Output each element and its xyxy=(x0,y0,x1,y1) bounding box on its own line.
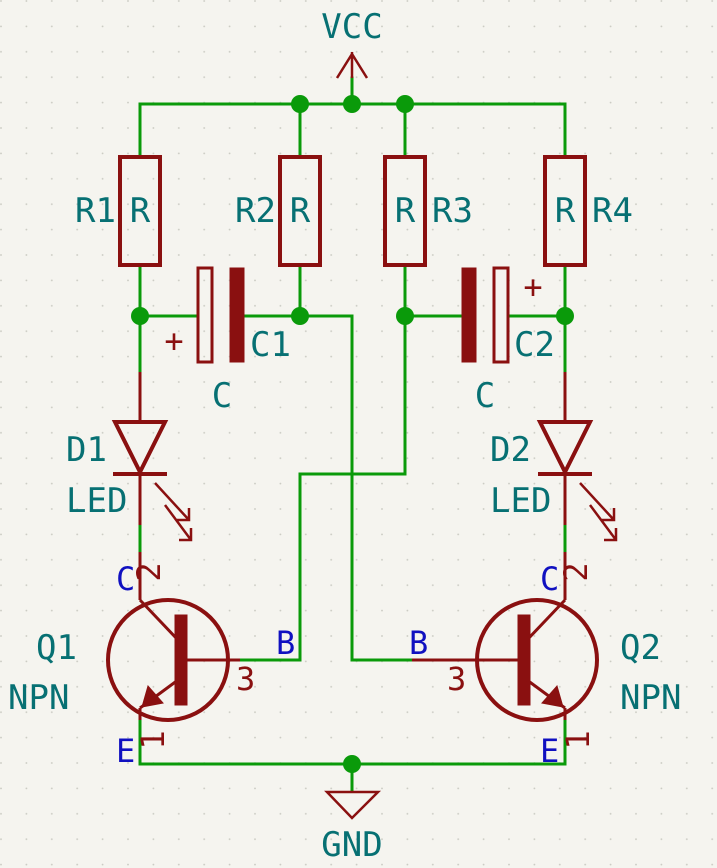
resistor-r1[interactable]: R1 R xyxy=(75,155,162,267)
junction-dot xyxy=(396,95,414,113)
d1-ref: D1 xyxy=(66,430,107,470)
transistor-collector-line-icon xyxy=(525,598,567,642)
c2-value: C xyxy=(475,376,495,416)
junction-dot xyxy=(556,307,574,325)
transistor-q2[interactable]: C 2 B 3 E 1 Q2 NPN xyxy=(409,552,681,770)
d1-value: LED xyxy=(66,481,127,521)
q2-pin-num-collector: 2 xyxy=(557,562,595,581)
q2-ref: Q2 xyxy=(620,628,661,668)
q1-pin-name-c: C xyxy=(116,560,135,598)
q1-pin-num-collector: 2 xyxy=(130,562,168,581)
vcc-label: VCC xyxy=(321,7,382,47)
resistor-r3[interactable]: R R3 xyxy=(383,155,473,267)
c2-plus: + xyxy=(523,268,542,306)
r1-value: R xyxy=(130,191,151,231)
resistor-r4[interactable]: R R4 xyxy=(543,155,633,267)
gnd-label: GND xyxy=(321,825,382,865)
resistor-body-icon xyxy=(383,155,427,267)
q1-pin-num-emitter: 1 xyxy=(134,730,172,749)
emitter-arrow-icon xyxy=(541,684,564,708)
resistor-body-icon xyxy=(278,155,322,267)
junction-dot xyxy=(131,307,149,325)
q2-pin-name-e: E xyxy=(540,732,559,770)
junction-dot xyxy=(291,95,309,113)
q2-value: NPN xyxy=(620,678,681,718)
led-triangle-icon xyxy=(111,420,169,477)
junctions xyxy=(131,95,574,773)
led-triangle-icon xyxy=(536,420,594,477)
r3-ref: R3 xyxy=(432,191,473,231)
wires xyxy=(138,76,567,792)
capacitor-c1[interactable]: + C1 C xyxy=(164,266,291,416)
q1-pin-name-b: B xyxy=(276,624,295,662)
q1-pin-num-base: 3 xyxy=(236,660,255,698)
capacitor-c2[interactable]: + C2 C xyxy=(461,266,555,416)
transistor-body-icon xyxy=(106,598,230,722)
r3-value: R xyxy=(395,191,416,231)
junction-dot xyxy=(291,307,309,325)
emitter-arrow-icon xyxy=(141,684,164,708)
r4-ref: R4 xyxy=(592,191,633,231)
q1-ref: Q1 xyxy=(36,628,77,668)
r2-value: R xyxy=(290,191,311,231)
capacitor-negative-plate-icon xyxy=(229,267,245,363)
capacitor-positive-plate-icon xyxy=(492,266,510,364)
junction-dot xyxy=(396,307,414,325)
transistor-body-icon xyxy=(475,598,599,722)
vcc-symbol[interactable]: VCC xyxy=(321,7,383,79)
transistor-q1[interactable]: C 2 B 3 E 1 Q1 NPN xyxy=(8,552,295,770)
c1-plus: + xyxy=(164,322,183,360)
wire-r2-q2-base[interactable] xyxy=(298,314,414,662)
capacitor-positive-plate-icon xyxy=(196,266,214,364)
q2-pin-num-base: 3 xyxy=(447,660,466,698)
transistor-base-bar-icon xyxy=(174,614,188,706)
wire-r3-q1-base[interactable] xyxy=(238,314,407,662)
c1-value: C xyxy=(212,376,232,416)
transistor-base-bar-icon xyxy=(517,614,531,706)
ground-icon xyxy=(324,790,382,820)
led-d1[interactable]: D1 LED xyxy=(66,372,193,542)
r2-ref: R2 xyxy=(235,191,276,231)
c1-ref: C1 xyxy=(250,325,291,365)
q1-value: NPN xyxy=(8,678,69,718)
resistor-body-icon xyxy=(543,155,587,267)
q2-pin-name-c: C xyxy=(540,560,559,598)
resistor-r2[interactable]: R2 R xyxy=(235,155,322,267)
d2-ref: D2 xyxy=(490,430,531,470)
gnd-symbol[interactable]: GND xyxy=(321,790,383,865)
led-light-arrows-icon xyxy=(154,482,193,542)
c2-ref: C2 xyxy=(514,325,555,365)
q1-pin-name-e: E xyxy=(116,732,135,770)
r4-value: R xyxy=(555,191,576,231)
junction-dot xyxy=(343,755,361,773)
resistor-body-icon xyxy=(118,155,162,267)
q2-pin-num-emitter: 1 xyxy=(559,730,597,749)
led-light-arrows-icon xyxy=(579,482,618,542)
q2-pin-name-b: B xyxy=(409,624,428,662)
led-d2[interactable]: D2 LED xyxy=(490,372,618,542)
vcc-arrow-icon xyxy=(335,51,369,79)
d2-value: LED xyxy=(490,481,551,521)
junction-dot xyxy=(343,95,361,113)
transistor-collector-line-icon xyxy=(138,598,180,642)
capacitor-negative-plate-icon xyxy=(461,267,477,363)
r1-ref: R1 xyxy=(75,191,116,231)
